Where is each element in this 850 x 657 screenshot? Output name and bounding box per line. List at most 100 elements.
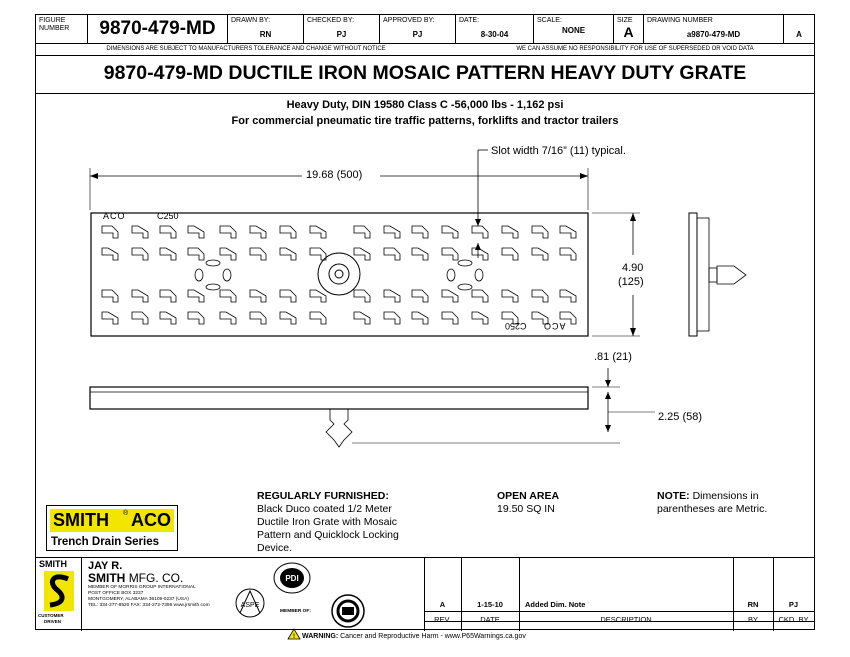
grate-slot xyxy=(249,225,267,239)
grate-vent xyxy=(194,268,204,282)
note-line1: Dimensions in xyxy=(692,490,759,502)
drawn-by-label: DRAWN BY: xyxy=(231,17,271,24)
grate-slot xyxy=(559,311,577,325)
brand-series: Trench Drain Series xyxy=(51,536,160,548)
approved-by-value: PJ xyxy=(412,30,423,39)
note-line2: parentheses are Metric. xyxy=(657,503,768,515)
slot-width-note: Slot width 7/16” (11) typical. xyxy=(491,145,626,157)
height-dimension: 2.25 (58) xyxy=(658,411,703,423)
ckd-header: CKD. BY xyxy=(778,615,809,624)
grate-slot xyxy=(187,289,205,303)
grate-slot xyxy=(383,289,401,303)
grate-slot xyxy=(279,289,297,303)
grate-slot xyxy=(441,289,459,303)
grate-slot xyxy=(187,225,205,239)
open-area-heading: OPEN AREA xyxy=(497,490,560,502)
note-heading: NOTE: xyxy=(657,490,690,502)
note-text: NOTE: Dimensions in xyxy=(657,490,759,503)
date-header: DATE xyxy=(480,615,500,624)
grate-slot xyxy=(249,289,267,303)
grate-slot xyxy=(219,311,237,325)
date-value: 8-30-04 xyxy=(480,30,509,39)
grate-brand-mark: ACO xyxy=(103,211,126,221)
width-dimension: 4.90 xyxy=(622,262,644,274)
width-dimension-metric: (125) xyxy=(618,276,644,288)
grate-slot xyxy=(101,247,119,261)
grate-slot xyxy=(131,225,149,239)
grate-slot xyxy=(131,311,149,325)
figure-label-cell: FIGURE NUMBER xyxy=(36,15,88,43)
grate-slot xyxy=(501,289,519,303)
brand-smith: SMITH xyxy=(53,510,109,530)
approved-by-label: APPROVED BY: xyxy=(383,17,435,24)
grate-slot xyxy=(531,289,549,303)
grate-slot xyxy=(279,225,297,239)
grate-slot xyxy=(531,311,549,325)
grate-class-mark: C250 xyxy=(157,211,179,221)
grate-slot xyxy=(187,311,205,325)
company-city: MONTGOMERY, ALABAMA 36109-0237 (USA) xyxy=(88,597,189,602)
company-block: SMITH CUSTOMER DRIVEN JAY R. SMITH MFG. … xyxy=(36,557,424,631)
responsibility-notice: WE CAN ASSUME NO RESPONSIBILITY FOR USE … xyxy=(516,46,754,52)
size-label: SIZE xyxy=(617,17,633,24)
revision-rev: A xyxy=(439,600,446,609)
grate-slot xyxy=(471,225,489,239)
figure-label: FIGURE NUMBER xyxy=(39,17,70,32)
grate-front-view xyxy=(89,386,589,410)
by-header: BY xyxy=(747,615,758,624)
checked-by-label: CHECKED BY: xyxy=(307,17,355,24)
drawing-number-cell: DRAWING NUMBER a9870-479-MD xyxy=(644,15,784,43)
description-header: DESCRIPTION xyxy=(600,615,652,624)
grate-slot xyxy=(383,247,401,261)
aspe-logo-icon: ASPE xyxy=(235,588,265,618)
grate-slot xyxy=(411,247,429,261)
checked-by-cell: CHECKED BY: PJ xyxy=(304,15,380,43)
rev-cell: A xyxy=(784,15,814,43)
page-title: 9870-479-MD DUCTILE IRON MOSAIC PATTERN … xyxy=(103,62,747,84)
grate-slot xyxy=(219,225,237,239)
grate-slot xyxy=(411,289,429,303)
drawing-number-label: DRAWING NUMBER xyxy=(647,17,713,24)
company-name3: MFG. CO. xyxy=(128,571,184,585)
rev-value: A xyxy=(796,30,802,39)
date-cell: DATE: 8-30-04 xyxy=(456,15,534,43)
grate-slot xyxy=(159,289,177,303)
drawing-number-value: a9870-479-MD xyxy=(686,30,741,39)
grate-slot xyxy=(219,247,237,261)
company-tag: SMITH xyxy=(39,559,67,569)
grate-vent xyxy=(222,268,232,282)
grate-slot xyxy=(159,247,177,261)
grate-slot xyxy=(159,311,177,325)
grate-vent xyxy=(446,268,456,282)
grate-brand-mark-rotated: ACO xyxy=(543,321,566,331)
grate-slot xyxy=(249,311,267,325)
grate-slot xyxy=(411,225,429,239)
grate-slot xyxy=(309,311,327,325)
aspe-text: ASPE xyxy=(241,602,260,609)
furnished-line: Device. xyxy=(257,542,293,554)
grate-slot xyxy=(249,247,267,261)
grate-slot xyxy=(309,225,327,239)
revision-description: Added Dim. Note xyxy=(525,600,586,609)
grate-top-view xyxy=(90,212,589,337)
warning-icon xyxy=(287,628,301,640)
drawing-frame: FIGURE NUMBER 9870-479-MD DRAWN BY: RN C… xyxy=(35,14,815,631)
revision-ckd: PJ xyxy=(788,600,799,609)
pdi-logo-icon: PDI xyxy=(273,562,311,594)
grate-slot xyxy=(383,311,401,325)
grate-slot xyxy=(383,225,401,239)
subtitle-usage: For commercial pneumatic tire traffic pa… xyxy=(231,115,619,127)
grate-slot xyxy=(501,247,519,261)
customer-label: CUSTOMER xyxy=(38,613,64,618)
furnished-line: Black Duco coated 1/2 Meter xyxy=(257,503,392,515)
revision-by: RN xyxy=(747,600,759,609)
grate-slot xyxy=(353,247,371,261)
grate-vent xyxy=(457,283,473,291)
brand-aco: ACO xyxy=(131,510,171,530)
grate-vent xyxy=(457,259,473,267)
figure-number: 9870-479-MD xyxy=(99,18,216,39)
warning-label: WARNING: xyxy=(302,633,339,640)
company-name2: SMITH xyxy=(88,571,126,585)
grate-slot xyxy=(559,225,577,239)
